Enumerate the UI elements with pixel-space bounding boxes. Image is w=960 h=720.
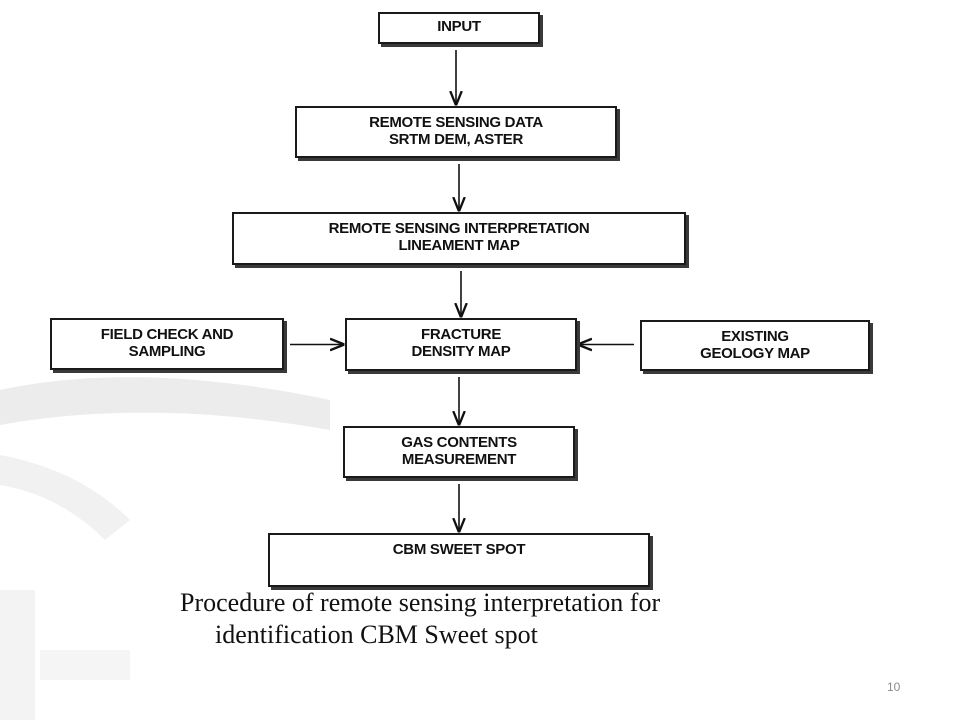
node-field-check-line-2: SAMPLING [128,343,206,360]
node-input: INPUT [378,12,540,44]
node-gas-contents: GAS CONTENTS MEASUREMENT [343,426,575,478]
node-cbm-sweet-spot: CBM SWEET SPOT [268,533,650,587]
node-field-check-line-1: FIELD CHECK AND [100,326,234,343]
node-remote-sensing-data-line-2: SRTM DEM, ASTER [388,131,524,148]
node-input-line-1: INPUT [437,18,481,35]
caption-line-1: Procedure of remote sensing interpretati… [180,588,661,617]
node-fracture-density-line-1: FRACTURE [420,326,502,343]
caption-line-2: identification CBM Sweet spot [215,620,538,649]
node-existing-geology-line-1: EXISTING [721,328,789,345]
node-field-check: FIELD CHECK AND SAMPLING [50,318,284,370]
node-fracture-density-line-2: DENSITY MAP [411,343,511,360]
node-interpretation-line-2: LINEAMENT MAP [398,237,520,254]
node-gas-contents-line-2: MEASUREMENT [401,451,517,468]
node-cbm-sweet-spot-line-1: CBM SWEET SPOT [392,541,526,558]
node-fracture-density: FRACTURE DENSITY MAP [345,318,577,371]
node-gas-contents-line-1: GAS CONTENTS [401,434,517,451]
node-existing-geology: EXISTING GEOLOGY MAP [640,320,870,371]
slide-number: 10 [887,680,901,694]
node-existing-geology-line-2: GEOLOGY MAP [700,345,810,362]
node-remote-sensing-data: REMOTE SENSING DATA SRTM DEM, ASTER [295,106,617,158]
node-interpretation-line-1: REMOTE SENSING INTERPRETATION [328,220,590,237]
node-remote-sensing-data-line-1: REMOTE SENSING DATA [369,114,543,131]
node-interpretation: REMOTE SENSING INTERPRETATION LINEAMENT … [232,212,686,265]
